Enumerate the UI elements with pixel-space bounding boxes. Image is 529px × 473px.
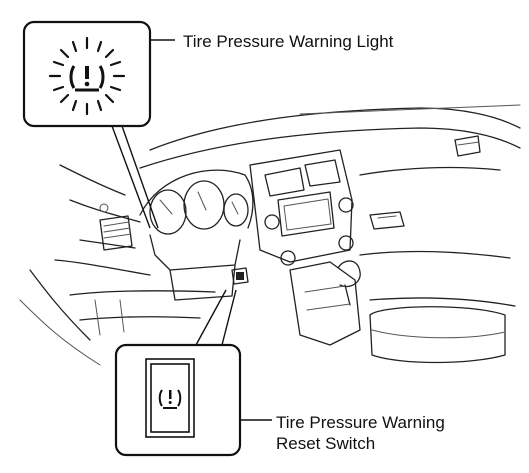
- reset-switch-label-line2: Reset Switch: [276, 434, 376, 453]
- reset-switch-inset: [114, 343, 242, 457]
- reset-switch-label-line1: Tire Pressure Warning: [276, 413, 445, 432]
- tire-pressure-warning-icon: [48, 36, 126, 116]
- reset-switch-label: Tire Pressure Warning Reset Switch: [276, 412, 445, 454]
- warning-light-label: Tire Pressure Warning Light: [183, 32, 394, 51]
- tire-pressure-reset-switch-icon: [158, 389, 182, 409]
- warning-light-inset: [22, 20, 152, 128]
- dashboard-drawing: [19, 39, 521, 421]
